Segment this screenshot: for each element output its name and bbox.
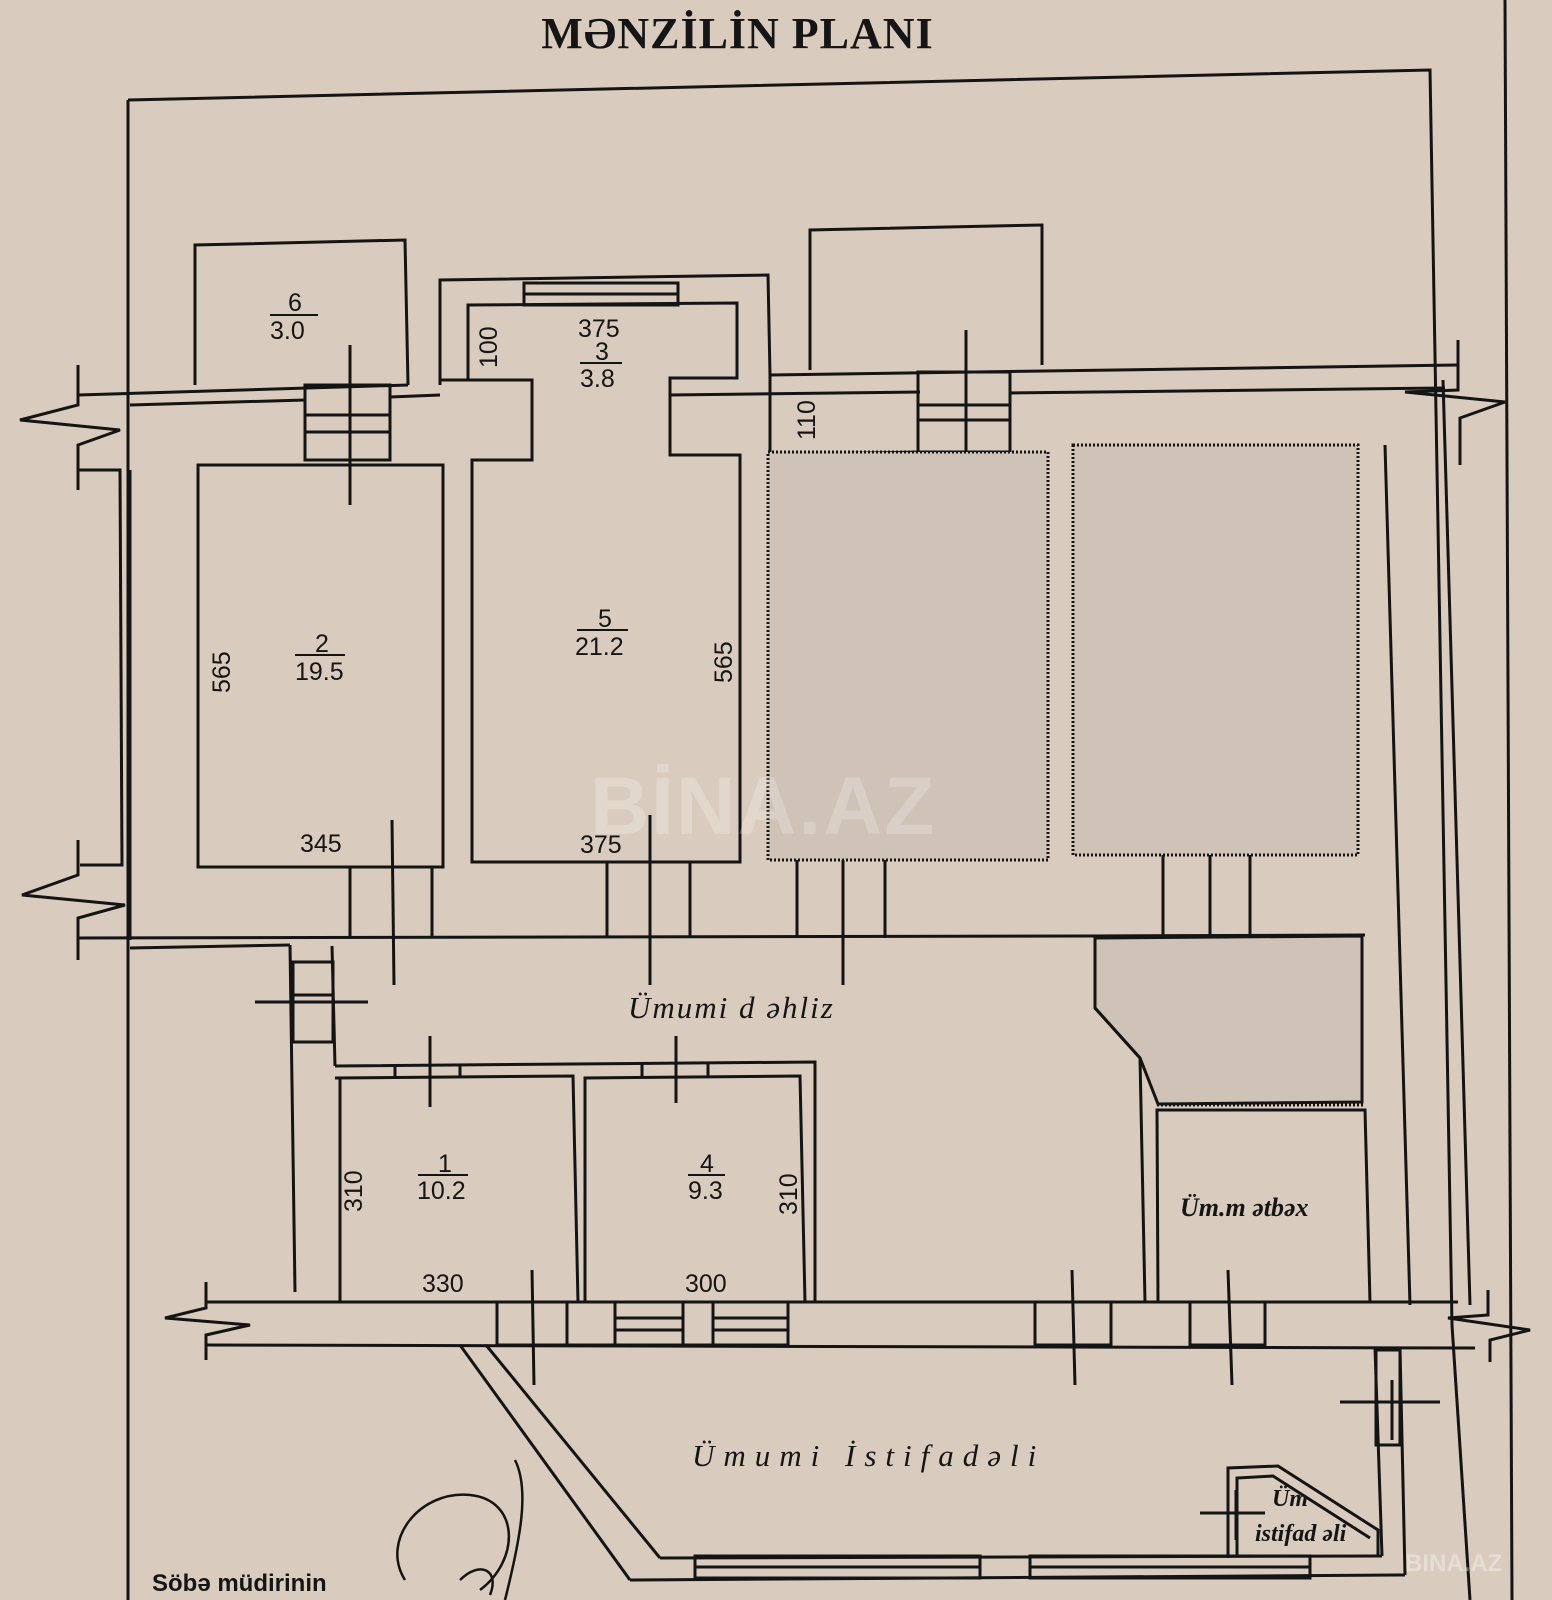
watermark: BİNA.AZ	[590, 761, 937, 852]
room-1-label: 1 10.2	[417, 1150, 468, 1205]
dim-room2-width: 345	[300, 830, 342, 858]
room-3-walls-inner	[466, 301, 742, 864]
room-2-area: 19.5	[295, 658, 344, 686]
common-area-wall-left	[458, 1344, 632, 1581]
right-corridor-wall-2	[1441, 379, 1472, 1306]
room-6-number: 6	[288, 289, 302, 317]
stair-top-right	[916, 370, 1012, 454]
outer-frame	[127, 68, 1454, 1326]
common-area-wall-left-2	[484, 1344, 662, 1559]
room-4-label: 4 9.3	[688, 1150, 725, 1205]
hidden-room-c	[1093, 934, 1364, 1106]
room-right-top-walls	[808, 223, 1044, 370]
signature	[396, 1459, 524, 1600]
room-3-walls-outer	[438, 273, 772, 385]
room-6-area: 3.0	[270, 317, 305, 345]
dim-room4-height: 310	[775, 1173, 803, 1215]
footer-label: Söbə müdirinin	[152, 1570, 327, 1597]
right-corridor-wall	[1383, 444, 1412, 1306]
wall-top-3	[769, 363, 1459, 377]
break-symbol-left-bottom	[164, 1282, 251, 1360]
break-symbol-left-mid	[21, 840, 126, 960]
rooms-bottom-top-wall-inner	[334, 1074, 580, 1303]
outer-frame-bottom-right	[1450, 1324, 1472, 1600]
door-bottom-2	[565, 1300, 617, 1347]
room-3-label: 3 3.8	[580, 338, 622, 393]
rooms-bottom-top-wall	[334, 1060, 817, 1302]
dim-room3-depth: 100	[475, 326, 503, 368]
stair-right-lower	[1374, 1348, 1402, 1447]
room-4-number: 4	[700, 1150, 714, 1178]
dim-room5-width: 375	[580, 831, 622, 859]
left-wall	[78, 468, 124, 867]
dim-room4-width: 300	[685, 1270, 727, 1298]
hidden-room-a	[766, 450, 1050, 862]
room-5-area: 21.2	[575, 633, 624, 661]
common-small-label-1: Üm	[1272, 1486, 1308, 1512]
window-bottom-1	[613, 1300, 685, 1347]
stair-top-left	[303, 383, 392, 462]
wall-top	[77, 383, 409, 397]
wall-top-inner-4	[1009, 386, 1446, 395]
room-3-number: 3	[595, 338, 609, 366]
dim-room3-width: 375	[578, 315, 620, 343]
common-use-label: Ümumi İstifadəli	[692, 1438, 1045, 1473]
room-1-area: 10.2	[417, 1177, 466, 1205]
room-1-number: 1	[438, 1150, 452, 1178]
dim-room5-height: 565	[710, 641, 738, 683]
corridor-label: Ümumi d əhliz	[628, 990, 835, 1025]
dim-passage: 110	[793, 400, 821, 440]
room-6-label: 6 3.0	[270, 289, 318, 345]
room-4-area: 9.3	[688, 1177, 723, 1205]
room-2-number: 2	[315, 630, 329, 658]
door-bottom-5	[1188, 1300, 1267, 1347]
room-2-walls	[196, 463, 445, 869]
closet-walls	[1226, 1464, 1380, 1558]
wall-top-inner-2	[389, 393, 441, 399]
room-5-number: 5	[598, 605, 612, 633]
room-2-label: 2 19.5	[295, 630, 345, 686]
break-symbol-left-top	[19, 365, 121, 490]
common-small-label-2: istifad əli	[1255, 1521, 1347, 1547]
wall-top-inner	[129, 398, 306, 407]
break-symbol-right-bottom	[1447, 1290, 1531, 1362]
dim-room1-width: 330	[422, 1270, 464, 1298]
room-3-area: 3.8	[580, 365, 615, 393]
page-border-right	[1503, 0, 1514, 1600]
wall-bottom-2	[205, 1343, 1476, 1350]
door-bottom-3	[681, 1300, 715, 1347]
dim-room2-height: 565	[208, 651, 236, 693]
watermark-small: BINA.AZ	[1405, 1550, 1503, 1577]
wall-top-inner-3	[669, 390, 921, 397]
dim-room1-height: 310	[340, 1170, 368, 1212]
hidden-room-b	[1071, 443, 1360, 857]
window-bottom-2	[711, 1300, 790, 1347]
room-5-label: 5 21.2	[575, 605, 628, 661]
break-symbol-right-top	[1404, 340, 1506, 465]
hall-wall-top-2	[129, 943, 291, 950]
kitchen-left-wall	[1093, 1006, 1147, 1303]
kitchen-label: Üm.m ətbəx	[1180, 1193, 1309, 1222]
room-6-walls	[193, 238, 410, 386]
plan-title: MƏNZİLİN PLANI	[541, 9, 934, 58]
